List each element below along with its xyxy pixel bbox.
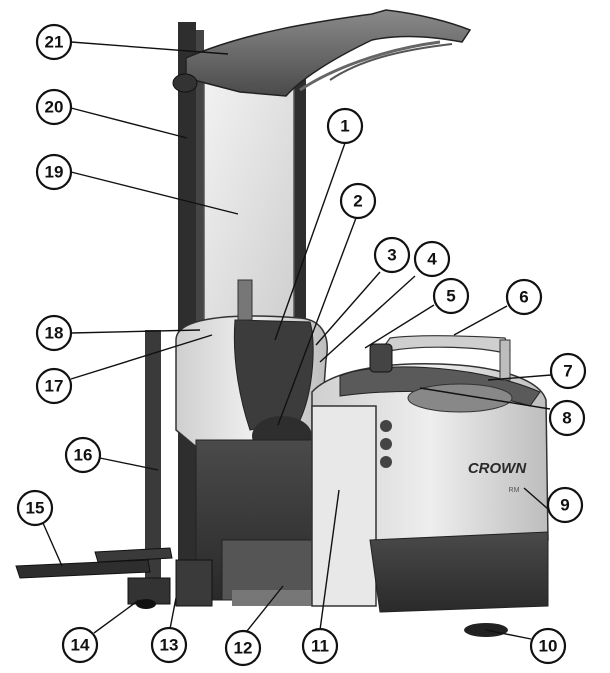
callout-14: 14	[61, 626, 99, 664]
callout-3: 3	[373, 236, 411, 274]
callout-9: 9	[546, 486, 584, 524]
callout-21: 21	[35, 23, 73, 61]
svg-text:19: 19	[45, 163, 64, 182]
svg-text:1: 1	[340, 117, 349, 136]
overhead-guard: crown.com	[172, 9, 472, 97]
model-badge: RM	[509, 487, 520, 494]
crown-logo-text: CROWN	[468, 460, 527, 477]
callout-12: 12	[224, 629, 262, 667]
mast	[145, 22, 306, 590]
svg-text:13: 13	[160, 636, 179, 655]
callout-13: 13	[150, 626, 188, 664]
svg-text:18: 18	[45, 324, 64, 343]
svg-text:5: 5	[446, 287, 455, 306]
leader-lines	[42, 41, 552, 640]
svg-text:11: 11	[311, 637, 329, 656]
svg-text:10: 10	[539, 637, 558, 656]
svg-text:15: 15	[26, 499, 45, 518]
operator-compartment	[175, 315, 328, 606]
svg-text:8: 8	[562, 409, 571, 428]
svg-text:21: 21	[45, 33, 64, 52]
callout-17: 17	[35, 367, 73, 405]
control-handle	[369, 335, 511, 381]
svg-text:2: 2	[353, 192, 362, 211]
callout-1: 1	[326, 107, 364, 145]
callout-2: 2	[339, 182, 377, 220]
lift-cylinder	[237, 279, 253, 321]
forks	[15, 547, 213, 609]
callout-15: 15	[16, 489, 54, 527]
callout-8: 8	[548, 399, 586, 437]
svg-text:6: 6	[519, 288, 528, 307]
svg-text:12: 12	[234, 639, 253, 658]
callout-16: 16	[64, 436, 102, 474]
chassis: CROWN RM	[311, 362, 549, 613]
svg-text:20: 20	[45, 98, 64, 117]
callout-4: 4	[413, 240, 451, 278]
callout-11: 11	[301, 627, 339, 665]
callout-18: 18	[35, 314, 73, 352]
svg-text:9: 9	[560, 496, 569, 515]
svg-text:17: 17	[45, 377, 64, 396]
callout-5: 5	[432, 277, 470, 315]
svg-text:3: 3	[387, 246, 396, 265]
callouts: 21 20 19 1 2 3 4 5 6 7 8 9 10 11 12 13 1…	[16, 23, 587, 667]
svg-text:7: 7	[563, 362, 572, 381]
canopy-text: crown.com	[244, 84, 278, 91]
callout-19: 19	[35, 153, 73, 191]
svg-text:4: 4	[427, 250, 437, 269]
callout-7: 7	[549, 352, 587, 390]
callout-20: 20	[35, 88, 73, 126]
callout-6: 6	[505, 278, 543, 316]
svg-text:16: 16	[74, 446, 93, 465]
svg-text:14: 14	[71, 636, 90, 655]
callout-10: 10	[529, 627, 567, 665]
